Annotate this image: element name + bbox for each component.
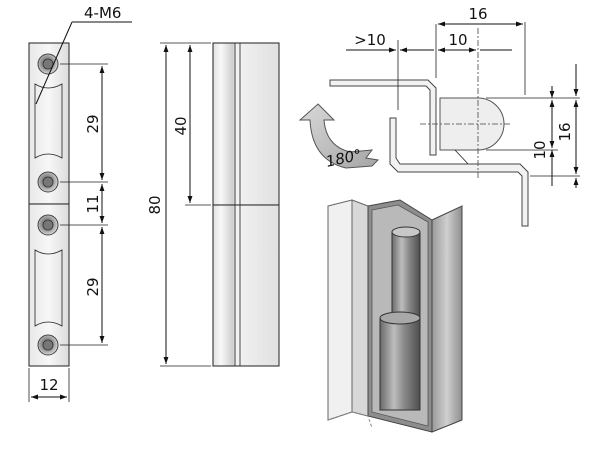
- dim-overall: 16: [468, 5, 487, 23]
- dim-min-offset: >10: [354, 31, 386, 49]
- mounting-hole-1: [37, 53, 59, 75]
- hinge-pin-upper: [391, 226, 421, 323]
- mounting-hole-3: [37, 214, 59, 236]
- hinge-side-lower: [212, 204, 280, 367]
- dim-center-gap: 11: [84, 194, 102, 213]
- dim-hole-spacing-bottom: 29: [84, 277, 102, 296]
- hinge-plate-front: [327, 199, 353, 421]
- dim-offset: 10: [448, 31, 467, 49]
- thread-callout-leader: [35, 21, 73, 105]
- plate-recess-lower: [34, 249, 63, 327]
- mounting-hole-4: [37, 334, 59, 356]
- thread-callout-label: 4-M6: [84, 4, 121, 22]
- hinge-side-upper: [212, 42, 280, 206]
- hinge-leaf-lower: [389, 117, 529, 227]
- hinge-leaf-upper: [329, 79, 437, 156]
- mounting-hole-2: [37, 171, 59, 193]
- rotation-arrow-icon: [298, 103, 380, 169]
- hinge-pin-lower: [379, 311, 421, 411]
- dim-total-length: 80: [146, 195, 164, 214]
- dim-width: 12: [39, 376, 58, 394]
- dim-half-length: 40: [172, 116, 190, 135]
- dim-hole-spacing-top: 29: [84, 114, 102, 133]
- dim-height-inner: 10: [531, 140, 549, 159]
- front-view: 4-M6 29 11 29 12: [28, 4, 132, 402]
- hinge-leaf-back: [431, 205, 463, 433]
- dim-height-outer: 16: [556, 122, 574, 141]
- top-view: 16 >10 10 10 16 180°: [298, 5, 580, 227]
- iso-view: [327, 199, 463, 433]
- side-view: 40 80: [146, 42, 280, 367]
